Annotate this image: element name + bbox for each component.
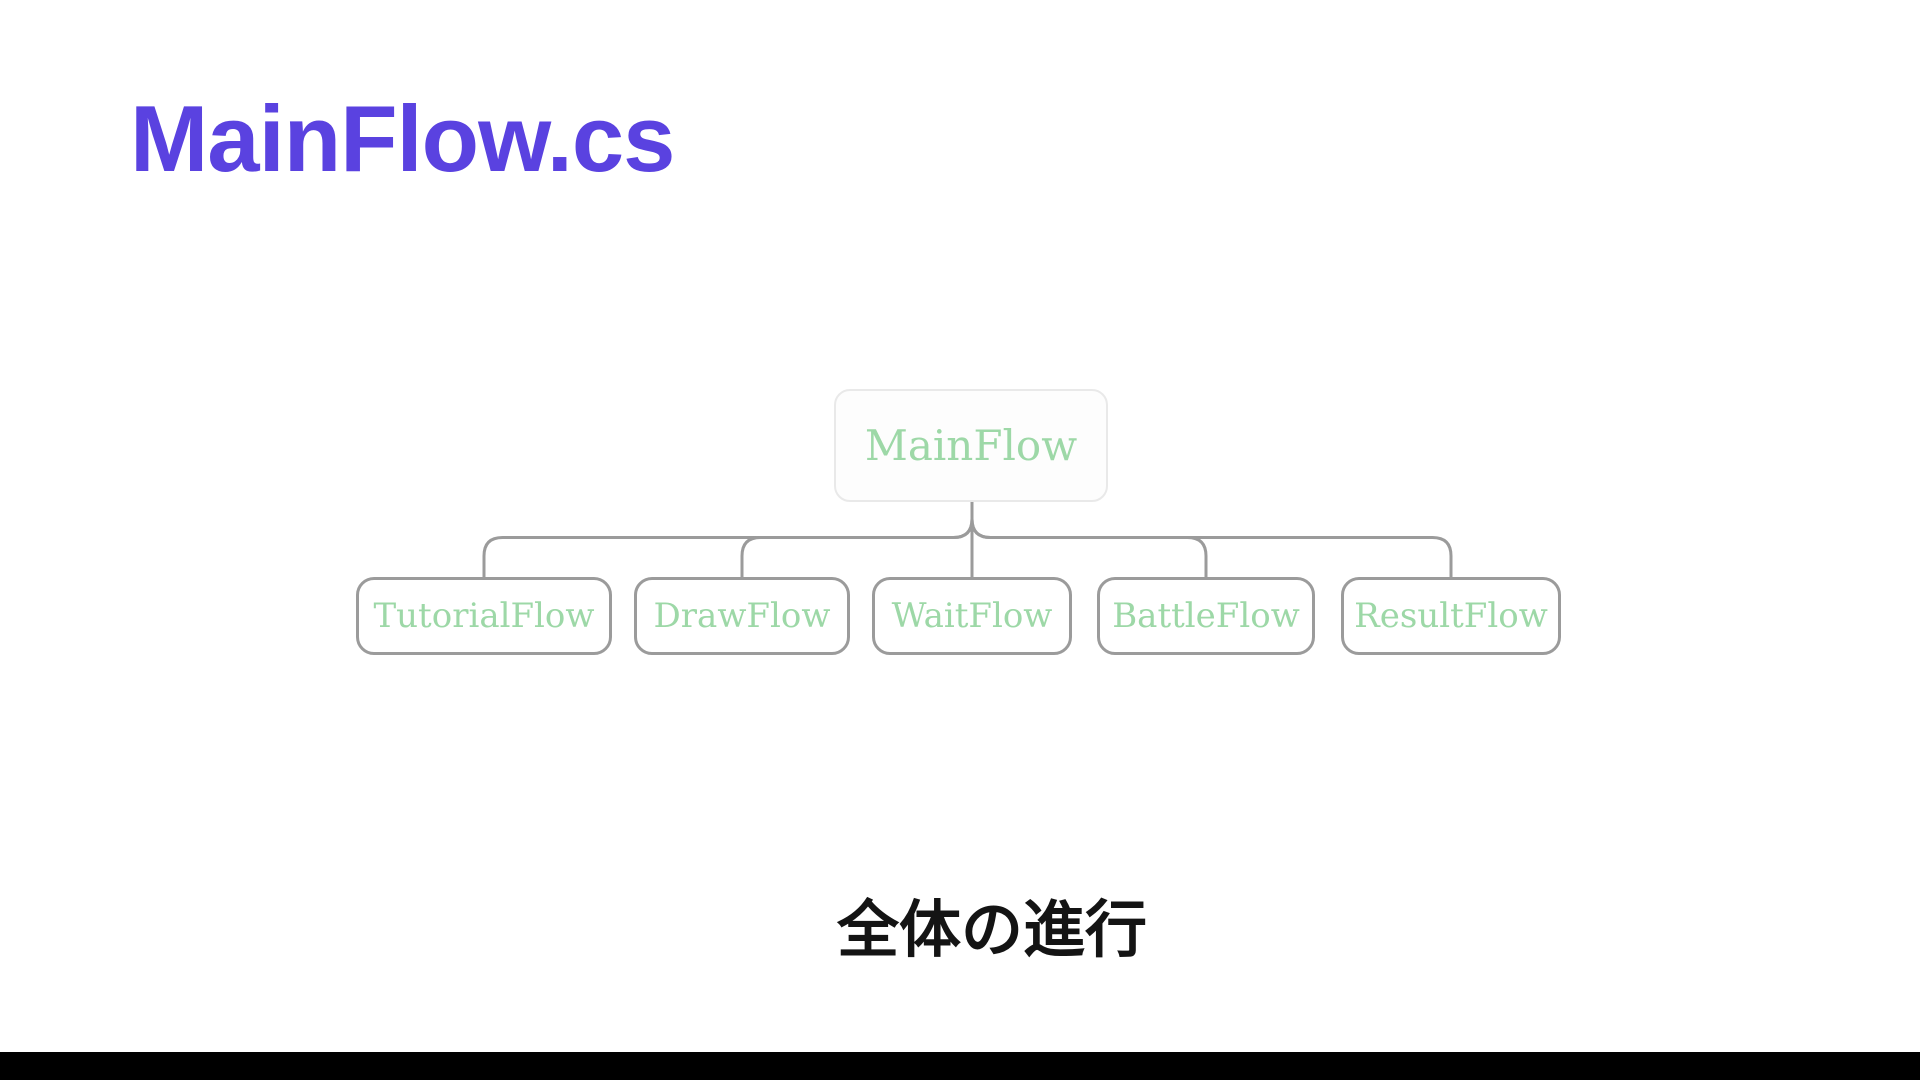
node-label: BattleFlow xyxy=(1112,596,1300,636)
edge-mainflow-tutorialflow xyxy=(482,502,974,578)
edge-mainflow-resultflow xyxy=(970,502,1453,578)
node-label: ResultFlow xyxy=(1354,596,1548,636)
flowchart-node-battleflow: BattleFlow xyxy=(1097,577,1315,655)
page-title: MainFlow.cs xyxy=(130,86,675,191)
flowchart-node-drawflow: DrawFlow xyxy=(634,577,850,655)
letterbox-bar xyxy=(0,1052,1920,1080)
node-label: TutorialFlow xyxy=(373,596,595,636)
node-label: DrawFlow xyxy=(653,596,831,636)
flowchart-node-tutorialflow: TutorialFlow xyxy=(356,577,612,655)
node-label: WaitFlow xyxy=(891,596,1053,636)
flowchart-node-resultflow: ResultFlow xyxy=(1341,577,1561,655)
edge-mainflow-drawflow xyxy=(740,502,974,578)
node-label: MainFlow xyxy=(864,421,1078,470)
flowchart-node-mainflow: MainFlow xyxy=(834,389,1108,502)
flowchart-node-waitflow: WaitFlow xyxy=(872,577,1072,655)
edge-mainflow-battleflow xyxy=(970,502,1208,578)
slide-caption: 全体の進行 xyxy=(836,896,1147,965)
